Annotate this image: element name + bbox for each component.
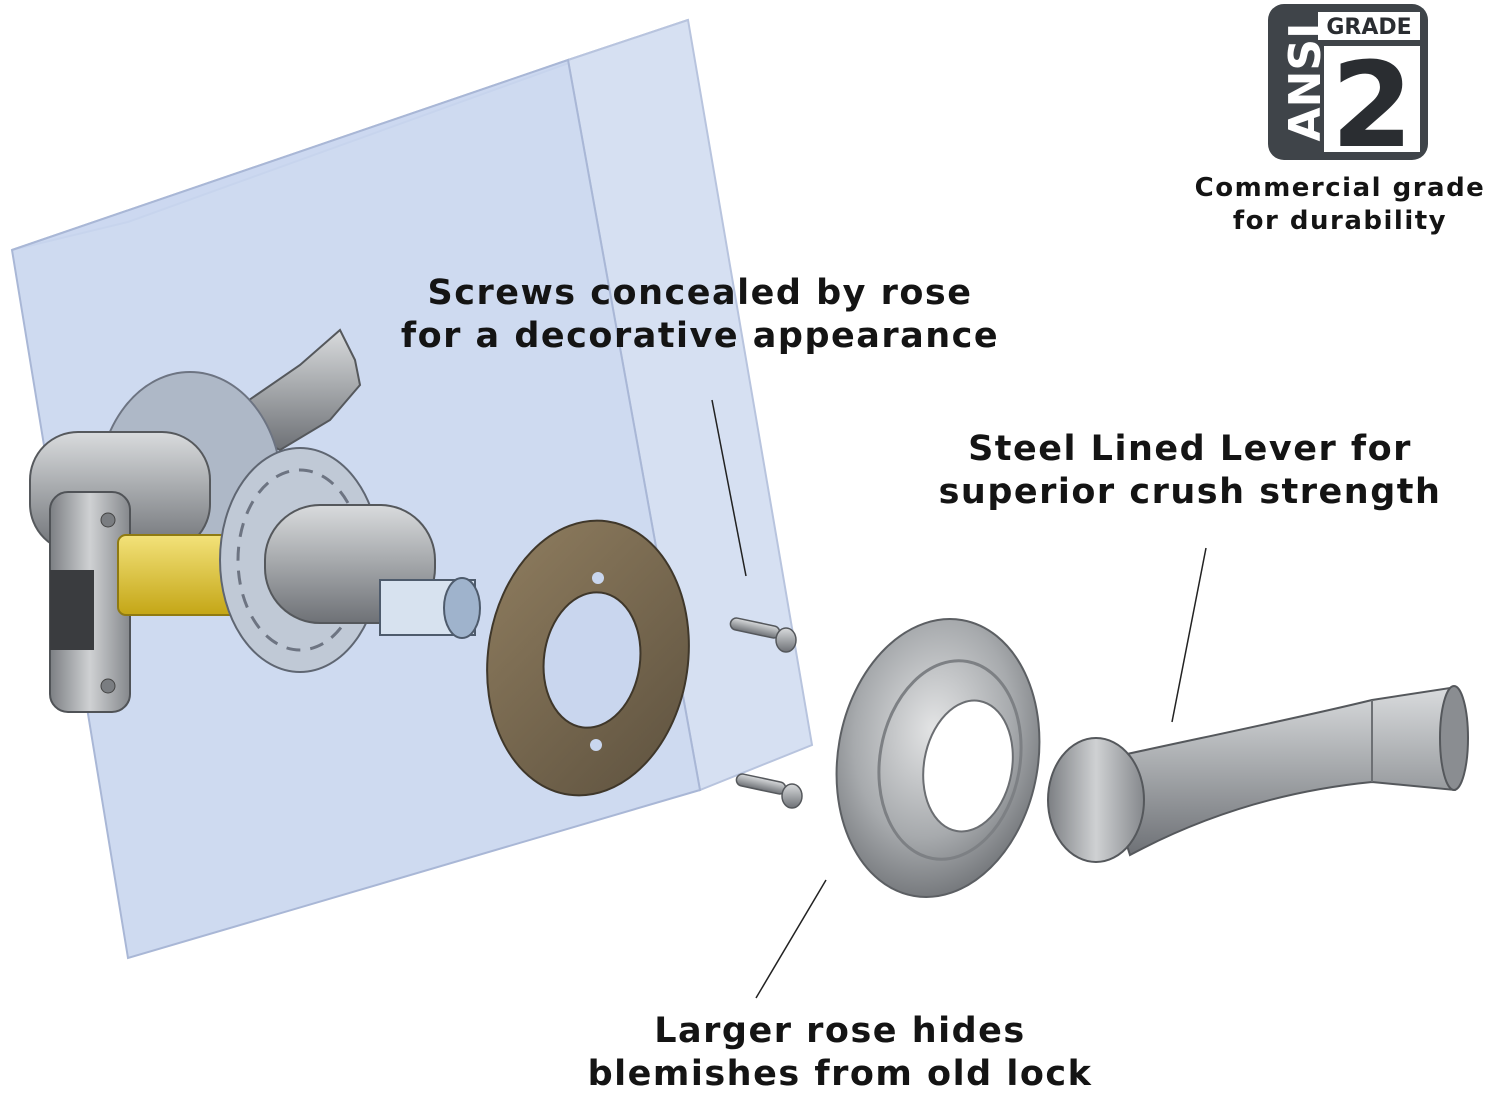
screw-top bbox=[729, 617, 797, 653]
badge-top-label: GRADE bbox=[1326, 15, 1411, 40]
callout-larger-rose: Larger rose hides blemishes from old loc… bbox=[520, 1010, 1160, 1095]
lever-hub-icon bbox=[1047, 737, 1145, 863]
callout-rose-line1: Larger rose hides bbox=[654, 1011, 1026, 1051]
badge-grade-number: 2 bbox=[1331, 36, 1413, 174]
callout-rose-line2: blemishes from old lock bbox=[587, 1053, 1093, 1094]
badge-caption-line2: for durability bbox=[1232, 205, 1448, 236]
callout-screws-line1: Screws concealed by rose bbox=[427, 273, 973, 313]
mounting-plate bbox=[486, 519, 690, 797]
latch-bolt-icon bbox=[50, 570, 94, 650]
screw-bottom bbox=[735, 773, 803, 809]
callout-lever-line1: Steel Lined Lever for bbox=[968, 429, 1412, 469]
badge-caption: Commercial grade for durability bbox=[1170, 172, 1500, 237]
callout-lever-line2: superior crush strength bbox=[938, 471, 1442, 512]
callout-screws-line2: for a decorative appearance bbox=[400, 315, 1000, 356]
ansi-grade-badge: GRADE ANSI 2 bbox=[1268, 4, 1428, 174]
lever-arm-icon bbox=[1098, 686, 1467, 857]
screws-leader-line bbox=[711, 399, 747, 577]
rose-leader-line bbox=[755, 879, 827, 999]
callout-steel-lined-lever: Steel Lined Lever for superior crush str… bbox=[930, 428, 1450, 513]
decorative-rose bbox=[835, 618, 1041, 898]
badge-caption-line1: Commercial grade bbox=[1194, 173, 1486, 203]
rose-hole-icon bbox=[922, 699, 1014, 833]
screw-shaft-icon bbox=[735, 773, 787, 795]
lock-chassis bbox=[29, 328, 481, 713]
callout-screws-concealed: Screws concealed by rose for a decorativ… bbox=[380, 272, 1020, 357]
badge-side-label: ANSI bbox=[1280, 23, 1331, 142]
screw-head-icon bbox=[775, 627, 797, 653]
lever-leader-line bbox=[1171, 547, 1207, 723]
screw-head-icon bbox=[781, 783, 803, 809]
lever-handle bbox=[1047, 685, 1469, 863]
